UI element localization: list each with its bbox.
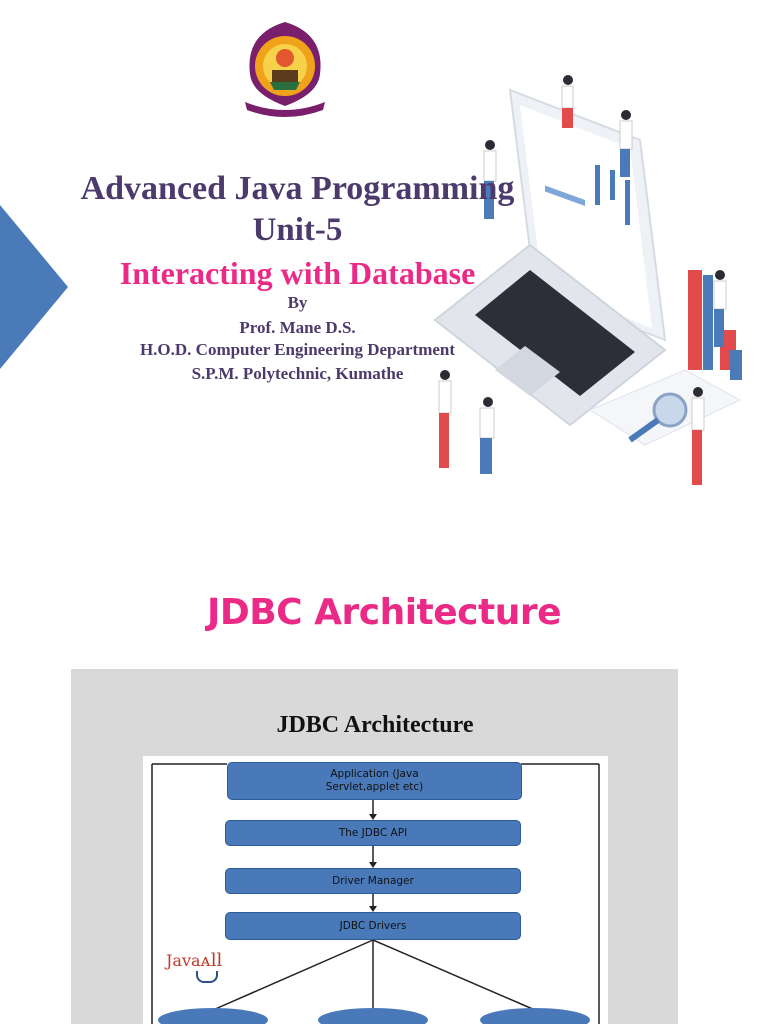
application-line1: Application (Java (330, 768, 419, 780)
diagram-connectors (151, 763, 600, 1024)
diagram-title: JDBC Architecture (276, 712, 474, 738)
application-box: Application (Java Servlet,applet etc) (227, 762, 522, 800)
institution-name: S.P.M. Polytechnic, Kumathe (191, 364, 404, 383)
jdbc-drivers-box: JDBC Drivers (225, 912, 521, 940)
java-logo-text: Java (166, 951, 201, 970)
laptop-people-illustration (433, 75, 742, 485)
unit-label: Unit-5 (252, 212, 343, 248)
course-title: Advanced Java Programming (80, 170, 515, 207)
institution-logo (245, 22, 325, 117)
author-designation: H.O.D. Computer Engineering Department (139, 340, 456, 359)
slide-heading: JDBC Architecture (206, 592, 562, 633)
decorative-triangle (0, 205, 68, 369)
java-logo: Javaᴀll (166, 950, 222, 983)
title-slide: Advanced Java Programming Unit-5 Interac… (0, 22, 742, 485)
author-name: Prof. Mane D.S. (239, 318, 356, 337)
by-label: By (287, 293, 308, 312)
topic-subtitle: Interacting with Database (119, 255, 476, 291)
application-line2: Servlet,applet etc) (325, 781, 424, 793)
driver-manager-box: Driver Manager (225, 868, 521, 894)
jdbc-api-box: The JDBC API (225, 820, 521, 846)
